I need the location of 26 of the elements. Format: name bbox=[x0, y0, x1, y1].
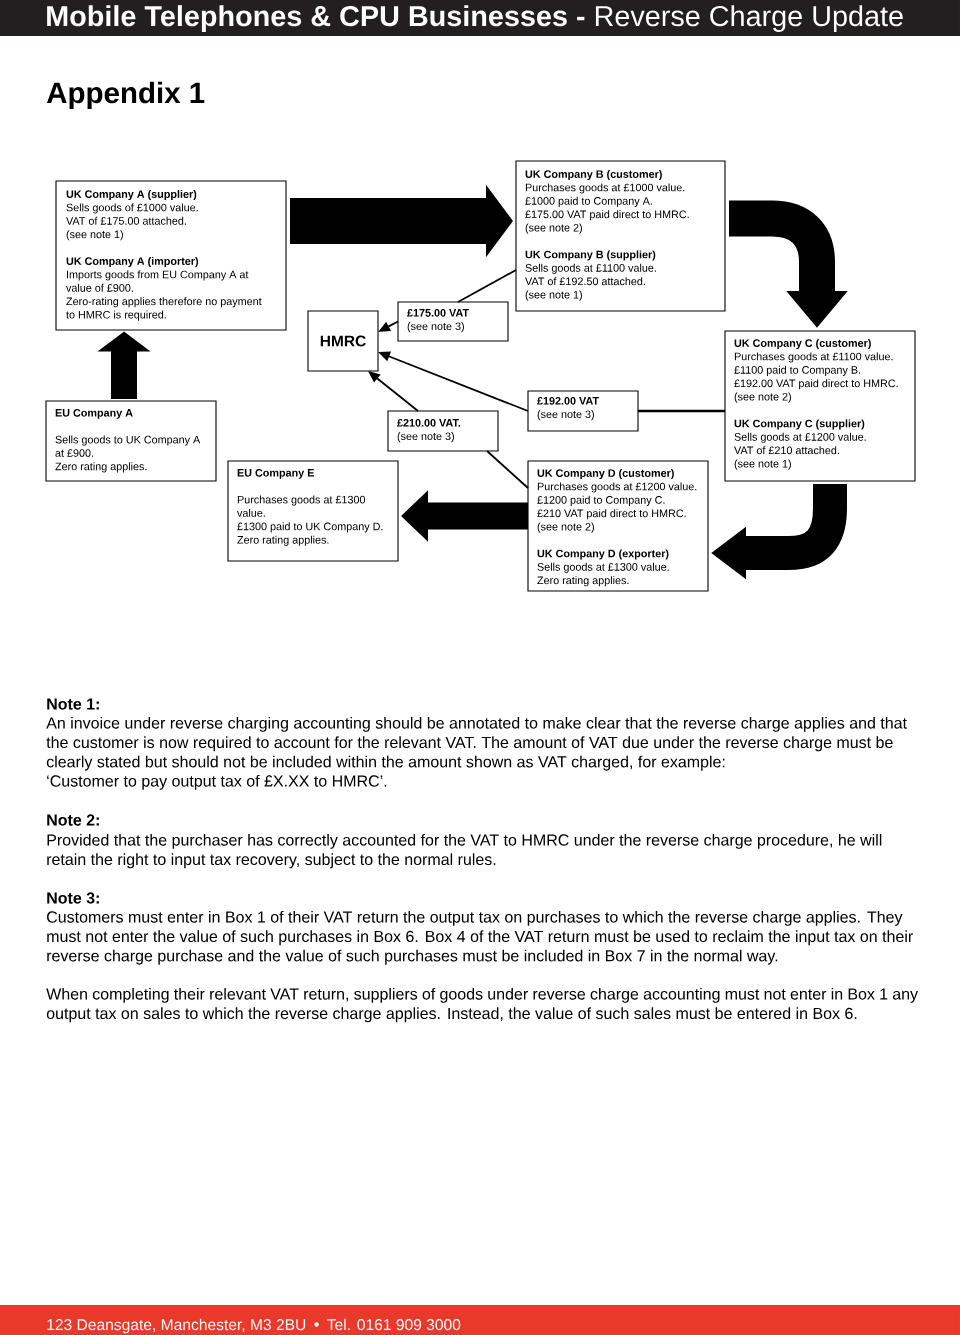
note-heading: Note 2: bbox=[47, 814, 99, 826]
note-heading: Note 3: bbox=[47, 892, 99, 904]
note-heading: Note 1: bbox=[47, 698, 99, 710]
note-text: Customers must enter in Box 1 of their VAT return the output tax on purchases to which the reverse charge applies. They must not enter the value of such purchases in Box 6. Box 4 of the VAT return must be used to reclaim the input tax on their reverse charge purchase and the value of such purchases must be included in Box 7 in the normal way. bbox=[47, 910, 913, 965]
vat-box: £192.00 VAT (see note 3) bbox=[527, 390, 639, 432]
arrow bbox=[368, 371, 419, 412]
connector-line bbox=[638, 409, 725, 413]
footer-phone: Tel. 0161 909 3000 bbox=[327, 1318, 461, 1331]
footer-address: 123 Deansgate, Manchester, M3 2BU bbox=[47, 1318, 306, 1334]
note-text: Provided that the purchaser has correctly accounted for the VAT to HMRC under the reverse charge procedure, he will retain the right to input tax recovery, subject to the normal rules. bbox=[47, 833, 882, 869]
note-text: ‘Customer to pay output tax of £X.XX to HMRC’. bbox=[47, 774, 387, 790]
note-text: When completing their relevant VAT return, suppliers of goods under reverse charge accounting must not enter in Box 1 any output tax on sales to which the reverse charge applies. Instead, the value of such sales must be entered in Box 6. bbox=[46, 987, 919, 1023]
vat-box: £175.00 VAT (see note 3) bbox=[397, 301, 509, 342]
authority-box: HMRC bbox=[307, 310, 379, 372]
company-box: UK Company D (customer) Purchases goods at £1200 value. £1200 paid to Company C. £210 VAT paid direct to HMRC. (see note 2) UK Company D (exporter) Sells goods at £1300 value. Zero rating applies. bbox=[527, 460, 709, 592]
company-box: UK Company B (customer) Purchases goods at £1000 value. £1000 paid to Company A. £175.00 VAT paid direct to HMRC. (see note 2) UK Company B (supplier) Sells goods at £1100 value. VAT of £192.50 attached. (see note 1) bbox=[515, 160, 726, 312]
header-bar: Mobile Telephones & CPU Businesses - Reverse Charge Update bbox=[0, 0, 960, 36]
company-box: UK Company A (supplier) Sells goods of £1000 value. VAT of £175.00 attached. (see note 1) UK Company A (importer) Imports goods from EU Company A at value of £900. Zero-rating applies therefore no payment to HMRC is required. bbox=[55, 180, 287, 331]
connector-line bbox=[486, 450, 529, 489]
vat-box: £210.00 VAT. (see note 3) bbox=[387, 410, 499, 452]
company-box: EU Company E Purchases goods at £1300 value. £1300 paid to UK Company D. Zero rating applies. bbox=[227, 460, 399, 562]
page-heading: Appendix 1 bbox=[46, 81, 205, 110]
note-text: An invoice under reverse charging accounting should be annotated to make clear that the reverse charge applies and that the customer is now required to account for the relevant VAT. The amount of VAT due under the reverse charge must be clearly stated but should not be included within the amount shown as VAT charged, for example: bbox=[46, 716, 907, 771]
company-box: UK Company C (customer) Purchases goods at £1100 value. £1100 paid to Company B. £192.00 VAT paid direct to HMRC. (see note 2) UK Company C (supplier) Sells goods at £1200 value. VAT of £210 attached. (see note 1) bbox=[724, 330, 916, 482]
company-box: EU Company A Sells goods to UK Company A at £900. Zero rating applies. bbox=[45, 400, 217, 482]
connector-line bbox=[457, 269, 517, 303]
